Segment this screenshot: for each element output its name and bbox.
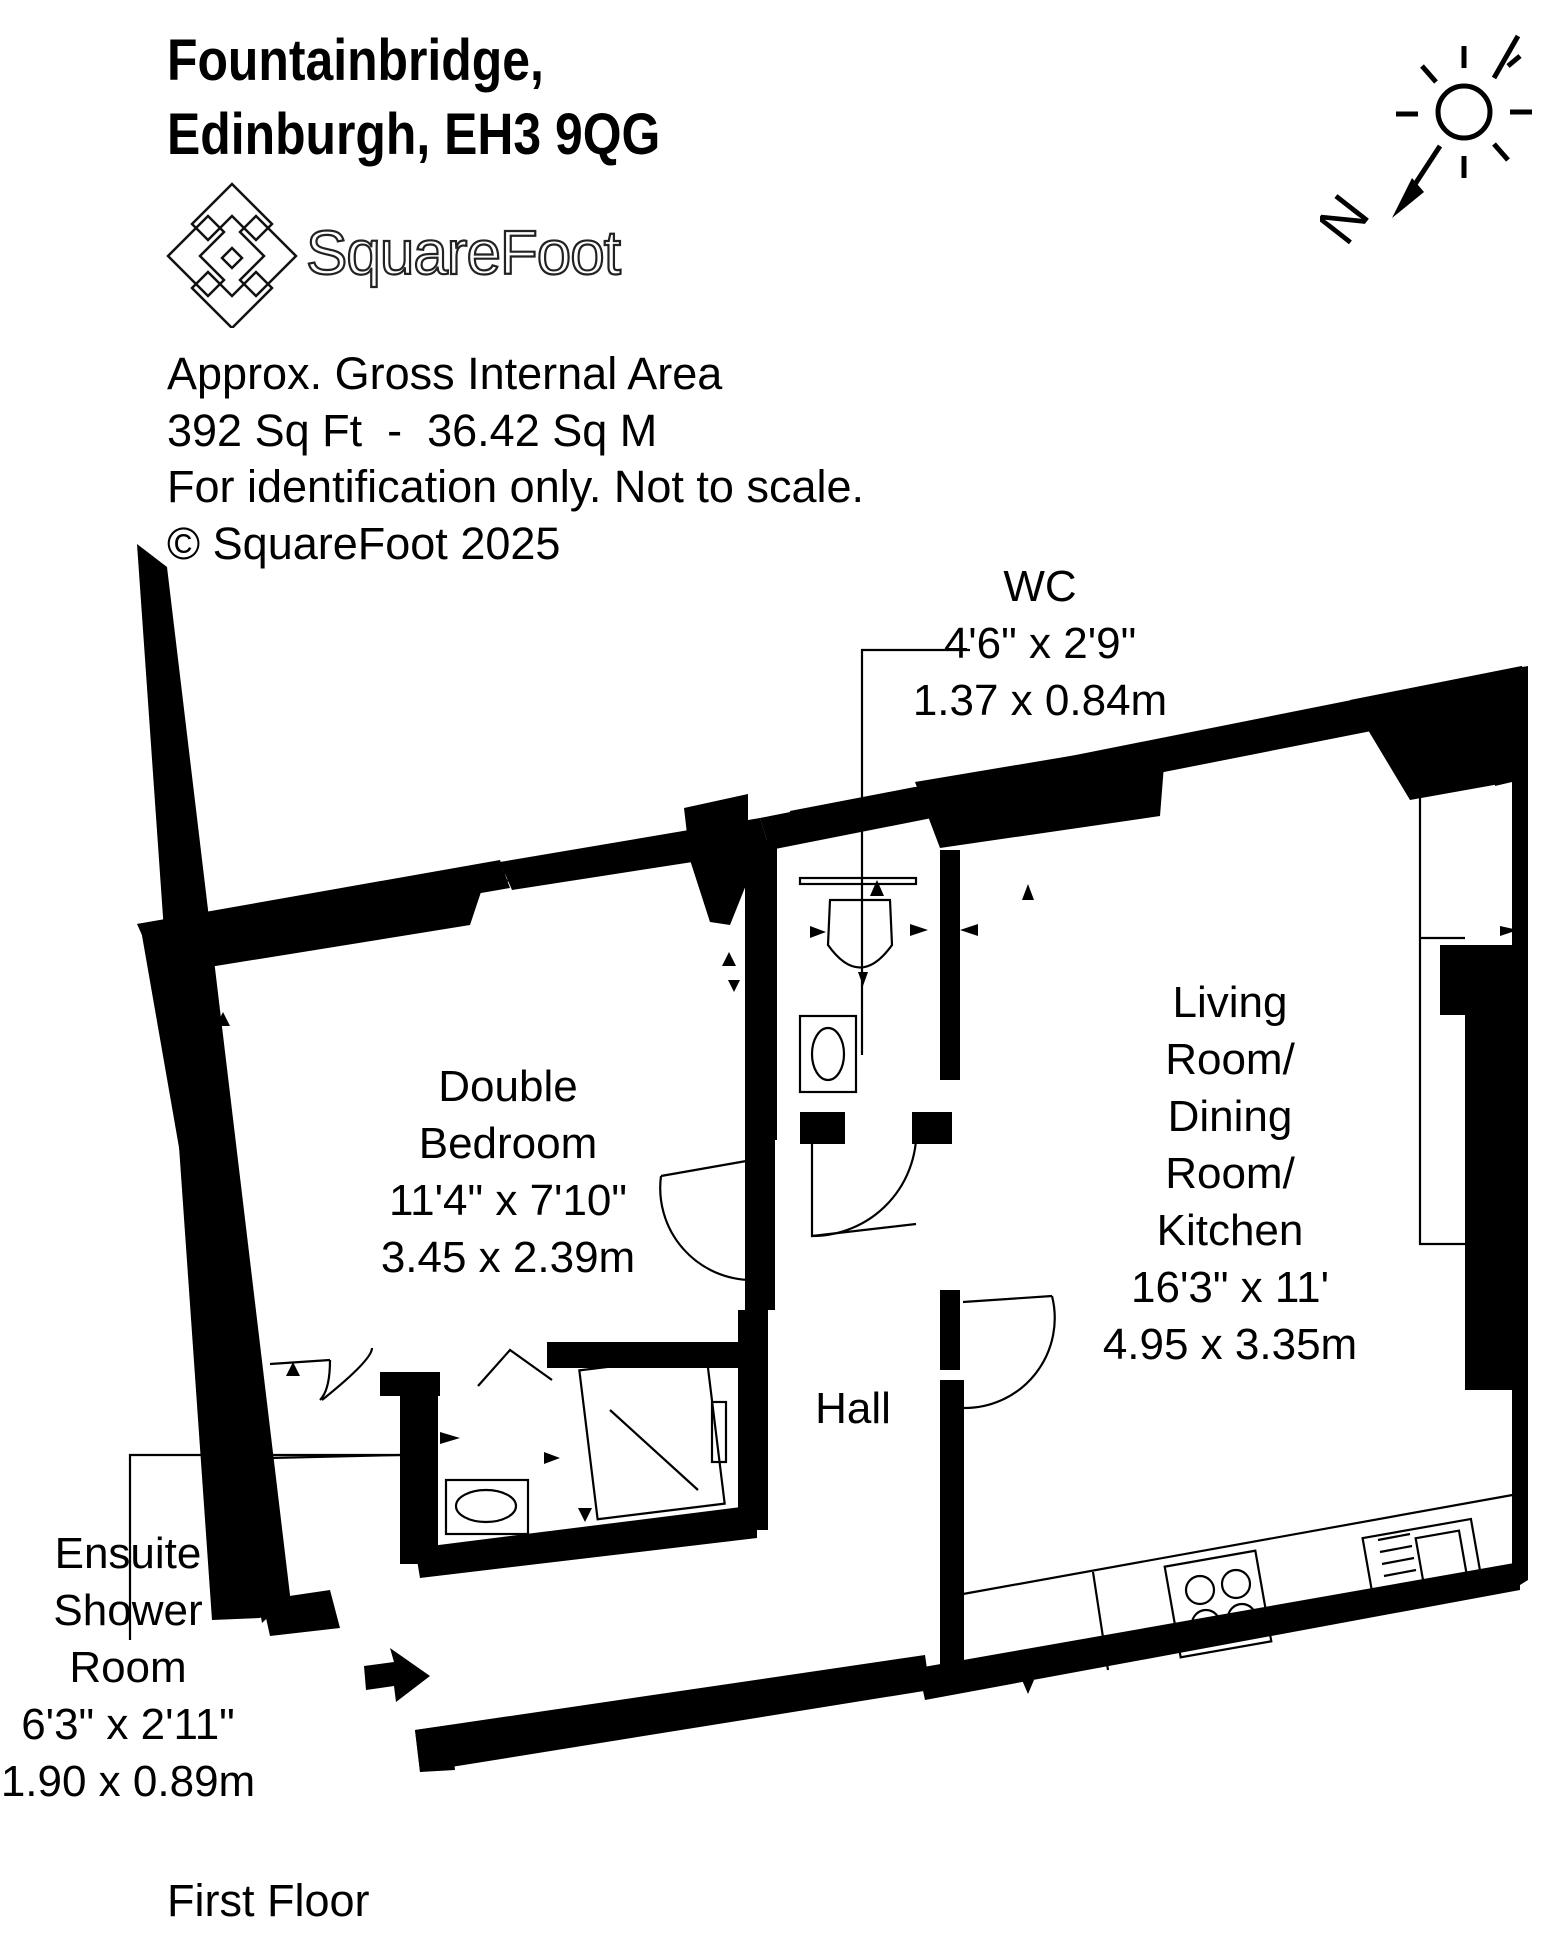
area-value: 392 Sq Ft - 36.42 Sq M — [167, 405, 658, 456]
walls — [137, 544, 1528, 1772]
bedroom-size-imperial: 11'4" x 7'10" — [388, 1176, 628, 1225]
living-name-line4: Room/ — [1165, 1149, 1295, 1198]
ensuite-name-line3: Room — [69, 1643, 187, 1692]
disclaimer-text: For identification only. Not to scale. — [167, 461, 864, 512]
ensuite-name-line2: Shower — [53, 1586, 203, 1635]
bedroom-size-metric: 3.45 x 2.39m — [380, 1233, 636, 1282]
living-size-imperial: 16'3" x 11' — [1131, 1263, 1329, 1312]
toilet-icon — [826, 898, 894, 969]
room-label-hall: Hall — [815, 1380, 891, 1437]
wc-size-imperial: 4'6" x 2'9" — [943, 619, 1137, 668]
living-size-metric: 4.95 x 3.35m — [1102, 1320, 1358, 1369]
north-arrow-icon — [1392, 178, 1424, 218]
ensuite-basin-icon — [444, 1478, 530, 1536]
address-line-2: Edinburgh, EH3 9QG — [167, 102, 661, 167]
basin-icon — [798, 1014, 858, 1094]
sink-icon — [1361, 1517, 1485, 1611]
hall-name: Hall — [815, 1384, 891, 1433]
address-line-1: Fountainbridge, — [167, 28, 544, 93]
bedroom-name-line2: Bedroom — [418, 1119, 598, 1168]
room-label-living: Living Room/ Dining Room/ Kitchen 16'3" … — [1103, 974, 1357, 1373]
bedroom-name-line1: Double — [438, 1062, 578, 1111]
area-heading: Approx. Gross Internal Area — [167, 348, 723, 399]
compass: N — [1320, 34, 1532, 256]
wc-size-metric: 1.37 x 0.84m — [912, 676, 1168, 725]
logo-wordmark: SquareFoot — [306, 219, 621, 288]
dimension-markers — [210, 880, 1518, 1694]
living-name-line3: Dining — [1167, 1092, 1293, 1141]
squarefoot-logo: SquareFoot — [166, 182, 623, 328]
living-name-line5: Kitchen — [1156, 1206, 1304, 1255]
room-label-ensuite: Ensuite Shower Room 6'3" x 2'11" 1.90 x … — [1, 1525, 255, 1810]
room-label-bedroom: Double Bedroom 11'4" x 7'10" 3.45 x 2.39… — [381, 1058, 635, 1286]
living-name-line1: Living — [1172, 978, 1288, 1027]
sun-icon — [1435, 83, 1493, 141]
fixtures — [128, 648, 1519, 1671]
ensuite-name-line1: Ensuite — [54, 1529, 202, 1578]
wc-name: WC — [1003, 562, 1077, 611]
room-label-wc: WC 4'6" x 2'9" 1.37 x 0.84m — [913, 558, 1167, 729]
shower-tray-icon — [578, 1353, 726, 1521]
ensuite-size-metric: 1.90 x 0.89m — [0, 1757, 256, 1806]
ensuite-size-imperial: 6'3" x 2'11" — [21, 1700, 235, 1749]
copyright-text: © SquareFoot 2025 — [167, 518, 561, 569]
living-name-line2: Room/ — [1165, 1035, 1295, 1084]
entrance-arrow-icon — [364, 1648, 430, 1702]
hob-icon — [1163, 1549, 1273, 1659]
windows — [494, 705, 1351, 883]
floor-label: First Floor — [167, 1875, 370, 1926]
